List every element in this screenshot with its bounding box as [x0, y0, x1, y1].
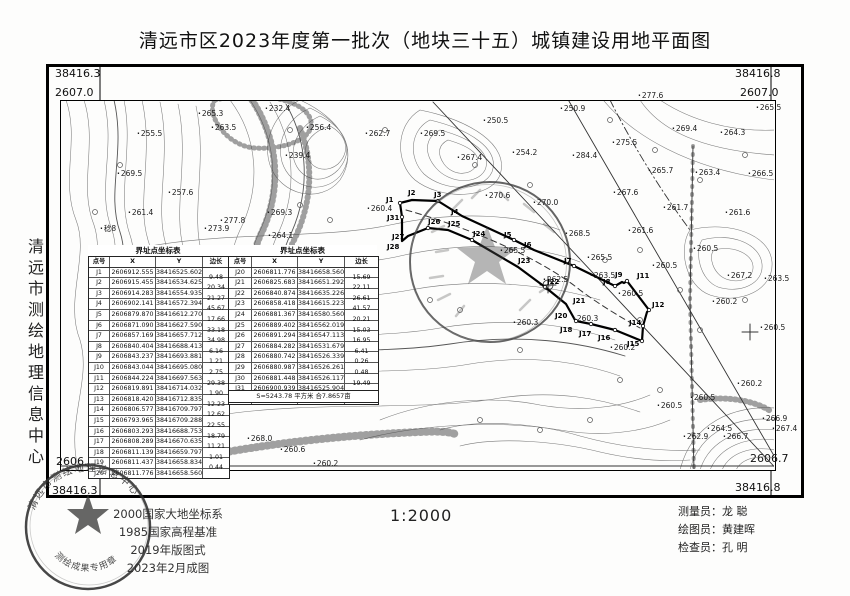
table-row: J11 2606844.224 38416697.563 29.38	[89, 373, 229, 386]
svg-text:清远市测绘地理信息中心: 清远市测绘地理信息中心	[25, 461, 142, 512]
table-row: J15 2606793.965 38416709.288 22.55	[89, 415, 229, 429]
table-row: J9 2606843.237 38416693.881 1.21	[89, 352, 229, 365]
corner-coord-bottom-right-e: 38416.8	[735, 481, 781, 494]
table-row: J29 2606880.987 38416526.261 0.48	[229, 362, 378, 376]
table-row: J13 2606818.420 38416712.835 12.23	[89, 394, 229, 408]
table-row: J18 2606811.139 38416659.797 1.01	[89, 447, 229, 460]
table-row: J14 2606806.577 38416709.797 12.62	[89, 405, 229, 418]
page-title: 清远市区2023年度第一批次（地块三十五）城镇建设用地平面图	[138, 30, 712, 52]
corner-coord-top-right-e: 38416.8	[735, 67, 781, 80]
table-row: J24 2606881.367 38416580.560 20.21	[229, 309, 378, 323]
area-summary: S=5243.78 平方米 合7.8657亩	[228, 390, 379, 403]
table-header: 点号 X Y 边长	[89, 257, 229, 268]
table-row: J8 2606840.404 38416688.413 6.16	[89, 341, 229, 355]
table-row: J3 2606914.283 38416554.935 21.27	[89, 288, 229, 302]
scale-label: 1:2000	[390, 506, 453, 525]
table-row: J16 2606803.293 38416688.753 18.79	[89, 426, 229, 439]
seal-arc-top-text: 清远市测绘地理信息中心	[25, 461, 141, 512]
table-row: J20 2606811.776 38416658.560 15.69	[229, 267, 378, 280]
seal-star-icon	[67, 494, 109, 534]
table-row: J10 2606843.044 38416695.080 2.75	[89, 362, 229, 376]
table-row: J1 2606912.555 38416525.602 9.48	[89, 267, 229, 280]
coord-table-right-title: 界址点坐标表	[228, 245, 377, 256]
table-row: J12 2606819.891 38416714.032 1.90	[89, 384, 229, 397]
credits-block: 测量员：龙 聪绘图员：黄建晖检查员：孔 明	[678, 503, 755, 557]
table-row: J28 2606880.742 38416526.339 0.26	[229, 352, 378, 365]
table-row: J21 2606825.683 38416651.292 22.11	[229, 278, 378, 291]
overlapping-round-seal	[409, 181, 571, 343]
parcel-boundary-polygon	[397, 198, 652, 344]
table-row: J5 2606879.870 38416612.270 17.66	[89, 309, 229, 323]
table-row: J6 2606871.090 38416627.590 33.18	[89, 320, 229, 333]
credit-line: 检查员：孔 明	[678, 541, 748, 554]
table-row: J19 2606811.437 38416658.834 0.44	[89, 458, 229, 471]
table-row: J27 2606884.282 38416531.679 6.41	[229, 341, 378, 355]
table-row: J2 2606915.455 38416534.625 20.34	[89, 278, 229, 291]
table-row: J23 2606858.418 38416615.223 41.57	[229, 299, 378, 312]
table-row: J22 2606840.874 38416635.226 26.61	[229, 288, 378, 302]
credit-line: 测量员：龙 聪	[678, 505, 748, 518]
table-row: J20 2606811.776 38416658.560	[89, 468, 229, 479]
table-row: J25 2606889.402 38416562.019 15.03	[229, 320, 378, 333]
corner-coord-top-left-n: 2607.0	[55, 86, 94, 99]
map-notes: 2000国家大地坐标系 1985国家高程基准 2019年版图式 2023年2月成图	[88, 505, 248, 577]
credit-line: 绘图员：黄建晖	[678, 523, 755, 536]
seal-arc-bottom-text: 测绘成果专用章	[52, 550, 118, 574]
table-header: 点号 X Y 边长	[229, 257, 378, 268]
coordinate-table-left: 点号 X Y 边长 J1 2606912.555 38416525.602 9.…	[88, 256, 230, 480]
map-note-line: 1985国家高程基准	[118, 525, 218, 539]
table-row: J17 2606808.289 38416670.635 11.21	[89, 437, 229, 450]
map-note-line: 2000国家大地坐标系	[113, 507, 223, 521]
table-row: J26 2606891.294 38416547.113 16.95	[229, 331, 378, 344]
svg-text:测绘成果专用章: 测绘成果专用章	[52, 550, 119, 574]
table-row: J4 2606902.141 38416572.394 45.67	[89, 299, 229, 312]
map-note-line: 2019年版图式	[130, 543, 206, 557]
table-row: J30 2606881.448 38416526.117 19.49	[229, 373, 378, 386]
outer-map-frame	[46, 64, 804, 498]
map-note-line: 2023年2月成图	[126, 561, 210, 575]
table-row: J7 2606857.169 38416657.712 34.98	[89, 331, 229, 344]
inner-map-frame	[60, 100, 776, 471]
corner-coord-top-left-e: 38416.3	[55, 67, 101, 80]
corner-coord-bottom-left-e: 38416.3	[52, 484, 98, 497]
corner-coord-top-right-n: 2607.0	[740, 86, 779, 99]
coord-table-left-title: 界址点坐标表	[88, 245, 228, 256]
corner-coord-bottom-right-n: 2606.7	[750, 452, 789, 465]
agency-vertical-label: 清远市测绘地理信息中心	[25, 238, 44, 469]
